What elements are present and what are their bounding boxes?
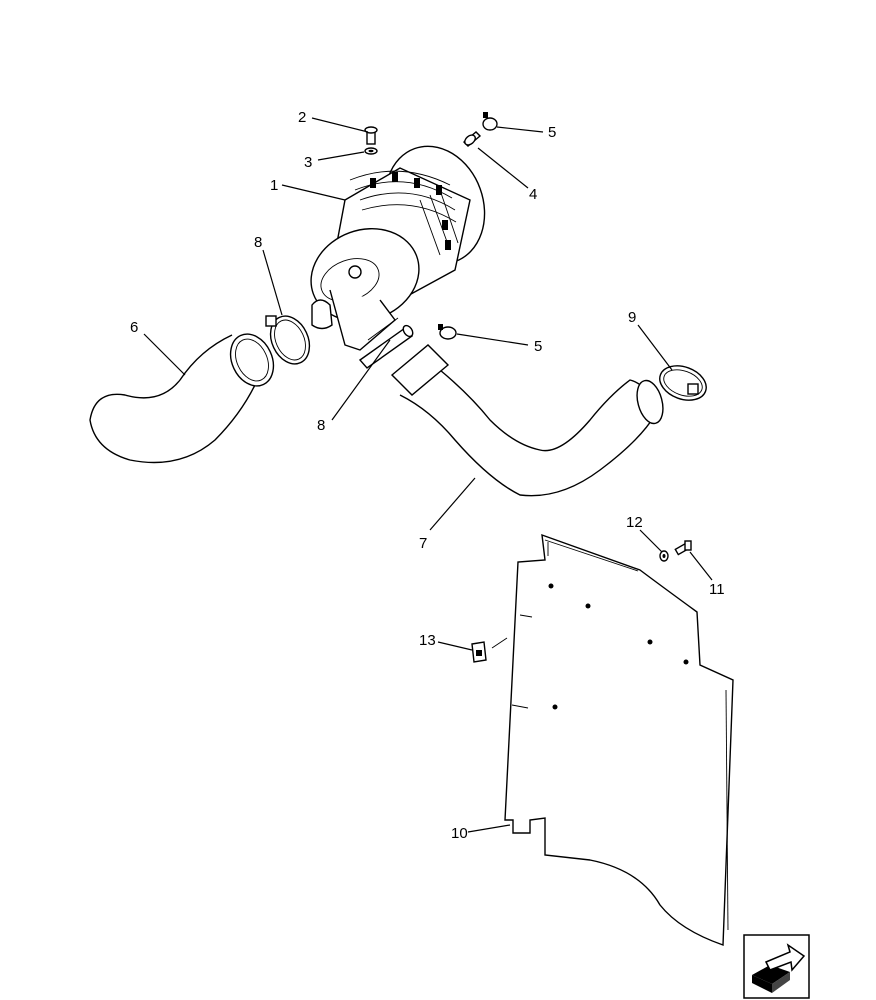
callout-11: 11 [709, 581, 725, 598]
callout-13: 13 [419, 632, 436, 649]
small-clamp-mid [438, 324, 457, 340]
callout-5-top: 5 [548, 124, 556, 141]
callout-8-left: 8 [254, 234, 262, 251]
panel-clip [471, 637, 508, 663]
callout-labels: 1 2 3 4 5 5 6 7 8 8 9 10 11 12 13 [130, 109, 725, 842]
hose-clamp-left [265, 315, 311, 365]
leader-lines [143, 117, 713, 833]
callout-9: 9 [628, 309, 636, 326]
small-clamp-top [482, 112, 498, 131]
tube [358, 324, 414, 369]
callout-6: 6 [130, 319, 138, 336]
forward-arrow-icon [752, 943, 806, 993]
callout-5-mid: 5 [534, 338, 542, 355]
next-page-button[interactable] [743, 934, 810, 999]
intake-hose [89, 333, 275, 464]
washer [364, 147, 378, 155]
bolt [364, 126, 378, 145]
air-cleaner-assembly [310, 145, 486, 351]
callout-4: 4 [529, 186, 537, 203]
panel-washer [659, 550, 669, 562]
panel-bolt [674, 540, 692, 556]
callout-12: 12 [626, 514, 643, 531]
outlet-hose [390, 344, 664, 497]
callout-2: 2 [298, 109, 306, 126]
callout-10: 10 [451, 825, 468, 842]
callout-1: 1 [270, 177, 278, 194]
shield-panel [504, 533, 734, 946]
callout-7: 7 [419, 535, 427, 552]
hose-clamp-right [659, 365, 707, 401]
fitting [462, 131, 482, 147]
callout-3: 3 [304, 154, 312, 171]
callout-8-mid: 8 [317, 417, 325, 434]
